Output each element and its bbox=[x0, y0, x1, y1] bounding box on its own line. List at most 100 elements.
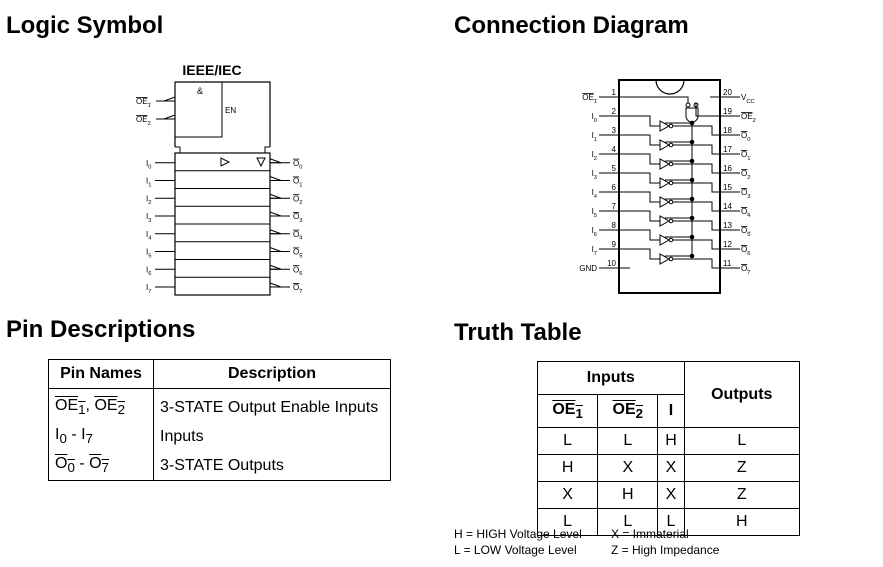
input-route bbox=[619, 172, 660, 184]
output-inversion-indicator bbox=[269, 176, 282, 182]
oe2-column-header: OE2 bbox=[597, 394, 659, 428]
input-route bbox=[619, 229, 660, 241]
oe1-column-header: OE1 bbox=[536, 394, 599, 428]
legend-immaterial: X = Immaterial bbox=[611, 527, 689, 541]
pin-row: I0 - I7 Inputs bbox=[48, 422, 391, 451]
pin-number: 20 bbox=[723, 88, 732, 97]
right-pins: 20VCC19OE218O017O116O215O314O413O512O611… bbox=[720, 88, 756, 276]
buffer-triangle bbox=[659, 177, 671, 189]
pin-number: 10 bbox=[607, 259, 616, 268]
right-pin-label: O2 bbox=[741, 169, 750, 181]
pin-number: 18 bbox=[723, 126, 732, 135]
output-label: O1 bbox=[293, 177, 302, 189]
pin-number: 19 bbox=[723, 107, 732, 116]
enable-input-label: OE1 bbox=[136, 97, 151, 109]
pin-number: 5 bbox=[612, 164, 617, 173]
left-pin-label: I3 bbox=[592, 169, 597, 181]
output-route bbox=[673, 220, 720, 231]
buffer-bubble bbox=[668, 161, 674, 167]
three-state-symbol bbox=[256, 157, 266, 168]
pin-number: 3 bbox=[612, 126, 617, 135]
output-route bbox=[673, 258, 720, 269]
data-input-label: I6 bbox=[146, 265, 151, 277]
right-pin-label: OE2 bbox=[741, 112, 756, 124]
data-input-label: I3 bbox=[146, 212, 151, 224]
dip-package bbox=[618, 79, 721, 294]
output-route bbox=[673, 125, 720, 136]
truth-table-heading: Truth Table bbox=[454, 319, 582, 346]
output-label: O4 bbox=[293, 230, 303, 242]
pin-number: 12 bbox=[723, 240, 732, 249]
truth-cell: H bbox=[657, 427, 685, 455]
active-low-indicator bbox=[163, 96, 176, 102]
buffer-triangle bbox=[659, 253, 671, 265]
output-label: O7 bbox=[293, 283, 302, 295]
connection-diagram-heading: Connection Diagram bbox=[454, 12, 689, 39]
pin-number: 2 bbox=[612, 107, 617, 116]
output-inversion-indicator bbox=[269, 264, 282, 270]
truth-cell: X bbox=[536, 481, 599, 509]
truth-cell: L bbox=[536, 427, 599, 455]
pin-description-cell: Inputs bbox=[153, 422, 391, 451]
pin-description-cell: 3-STATE Output Enable Inputs bbox=[153, 388, 391, 422]
junction-dot bbox=[689, 177, 695, 183]
oe2-route bbox=[695, 103, 720, 117]
left-pin-label: I1 bbox=[592, 131, 597, 143]
buffer-triangle bbox=[659, 158, 671, 170]
output-route bbox=[673, 163, 720, 174]
truth-row: X H X Z bbox=[536, 481, 801, 509]
buffer-triangle bbox=[659, 139, 671, 151]
pin-number: 14 bbox=[723, 202, 732, 211]
pin-descriptions-heading: Pin Descriptions bbox=[6, 316, 196, 343]
output-route bbox=[673, 182, 720, 193]
pin-number: 6 bbox=[612, 183, 617, 192]
pin-number: 11 bbox=[723, 259, 732, 268]
left-pin-label: I5 bbox=[592, 207, 597, 219]
right-pin-label: O6 bbox=[741, 245, 750, 257]
pin-row: OE1, OE2 3-STATE Output Enable Inputs bbox=[48, 388, 391, 422]
buffer-bubble bbox=[668, 218, 674, 224]
pin-name-cell: OE1, OE2 bbox=[48, 388, 154, 422]
data-input-label: I7 bbox=[146, 283, 151, 295]
internal-buffers bbox=[619, 96, 720, 269]
truth-row: L L L H bbox=[536, 508, 801, 536]
truth-cell: Z bbox=[683, 454, 801, 482]
left-pin-label: I4 bbox=[592, 188, 598, 200]
inputs-header: Inputs bbox=[537, 361, 685, 395]
left-pin-label: I2 bbox=[592, 150, 597, 162]
truth-cell: H bbox=[597, 481, 659, 509]
logic-symbol-heading: Logic Symbol bbox=[6, 12, 164, 39]
data-input-label: I4 bbox=[146, 230, 152, 242]
enable-bubble bbox=[685, 102, 691, 108]
buffer-triangle bbox=[659, 120, 671, 132]
pin-descriptions-table: Pin Names Description OE1, OE2 3-STATE O… bbox=[48, 359, 391, 481]
truth-cell: L bbox=[536, 508, 599, 536]
right-pin-label: VCC bbox=[741, 93, 755, 105]
pin-names-header: Pin Names bbox=[48, 359, 154, 389]
output-inversion-indicator bbox=[269, 247, 282, 253]
data-input-label: I5 bbox=[146, 248, 151, 260]
junction-dot bbox=[689, 139, 695, 145]
output-inversion-indicator bbox=[269, 158, 282, 164]
input-route bbox=[619, 115, 660, 127]
input-route bbox=[619, 134, 660, 146]
en-label: EN bbox=[225, 106, 236, 115]
buffer-triangle bbox=[659, 215, 671, 227]
junction-dot bbox=[689, 196, 695, 202]
enable-block: & EN bbox=[174, 81, 271, 154]
input-route bbox=[619, 210, 660, 222]
right-pin-label: O0 bbox=[741, 131, 750, 143]
enable-input-label: OE2 bbox=[136, 115, 151, 127]
buffer-bubble bbox=[668, 199, 674, 205]
pin1-notch bbox=[655, 79, 685, 95]
pin-number: 1 bbox=[612, 88, 617, 97]
junction-dot bbox=[689, 158, 695, 164]
truth-cell: X bbox=[657, 481, 685, 509]
buffer-bubble bbox=[668, 256, 674, 262]
input-route bbox=[619, 153, 660, 165]
legend-high: H = HIGH Voltage Level bbox=[454, 527, 582, 541]
truth-row: H X X Z bbox=[536, 454, 801, 482]
junction-dot bbox=[689, 234, 695, 240]
output-label: O6 bbox=[293, 265, 302, 277]
pin-number: 13 bbox=[723, 221, 732, 230]
